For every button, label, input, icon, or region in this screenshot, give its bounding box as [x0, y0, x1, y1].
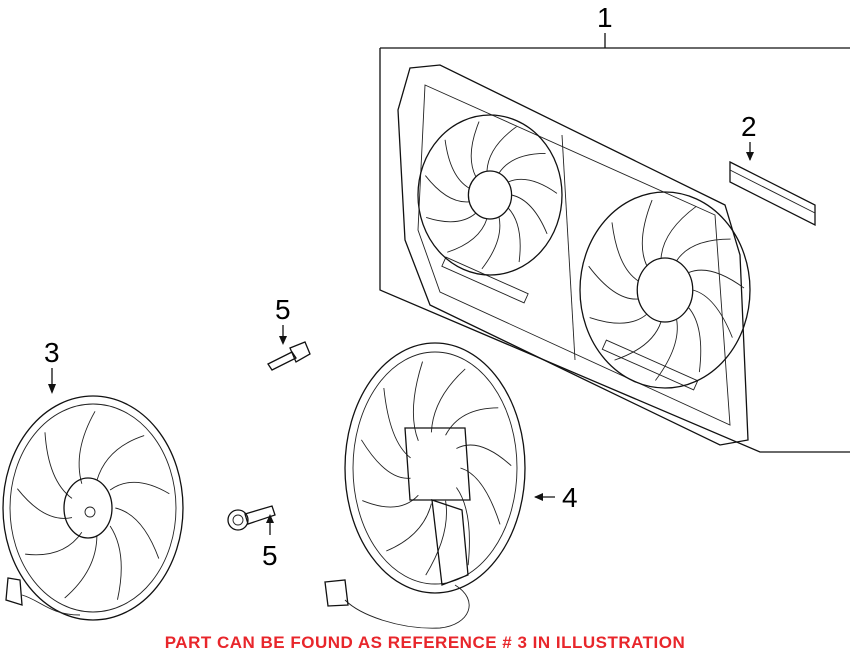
callout-5-upper: 5	[275, 294, 291, 325]
fan-blade	[361, 439, 411, 479]
callout-3: 3	[44, 337, 60, 368]
fan-blade	[688, 269, 745, 289]
assembly-box	[379, 33, 850, 453]
fan-motor-4	[324, 342, 555, 629]
bolt-lower	[227, 505, 276, 535]
bolt-upper	[267, 325, 311, 371]
fan-blade	[456, 444, 512, 467]
fan-blade	[115, 507, 160, 559]
fan-shroud	[397, 64, 751, 446]
fan-blade	[445, 407, 499, 436]
shroud-fan-left	[417, 114, 563, 276]
fan-blade	[430, 368, 466, 433]
fan-ring	[417, 114, 563, 276]
fan-blade	[614, 321, 662, 361]
fan-blade	[444, 139, 470, 189]
fan-hub	[636, 257, 694, 323]
fan-blade	[96, 435, 145, 481]
fan-blade	[426, 212, 477, 223]
callout-1: 1	[597, 2, 613, 33]
fan-blade	[456, 487, 470, 566]
callout-5-lower: 5	[262, 540, 278, 571]
fan-blade	[470, 121, 480, 178]
fan-blade	[481, 216, 501, 270]
shroud-fan-right	[579, 191, 751, 389]
callout-2: 2	[741, 111, 757, 142]
fan-blade	[486, 126, 517, 172]
fan-blade	[676, 238, 731, 262]
fan-blade	[362, 494, 419, 508]
reference-caption: PART CAN BE FOUND AS REFERENCE # 3 IN IL…	[164, 633, 686, 652]
fan-blade	[425, 175, 470, 203]
fan-blade	[498, 153, 546, 174]
fan-blade	[17, 488, 73, 519]
fan-hub	[467, 170, 513, 220]
callout-4: 4	[562, 482, 578, 513]
fan-blade	[507, 207, 521, 263]
fan-blade	[611, 222, 639, 282]
fan-blade	[660, 205, 697, 259]
fan-blade	[589, 313, 648, 324]
seal-strip	[729, 142, 816, 227]
fan-blade	[412, 361, 423, 441]
fan-blade	[78, 411, 96, 484]
fan-blade	[44, 432, 73, 499]
fan-blade	[109, 481, 170, 495]
fan-ring	[579, 191, 751, 389]
fan-blade	[386, 503, 432, 552]
fan-blade	[511, 194, 548, 235]
fan-blade	[25, 531, 83, 556]
fan-blade	[64, 535, 98, 599]
fan-blade	[655, 319, 678, 381]
fan-blade	[447, 218, 488, 253]
fan-blade	[425, 500, 447, 576]
fan-blade	[460, 467, 501, 525]
fan-blade	[588, 265, 639, 300]
fan-blade	[109, 525, 122, 600]
fan-blade	[641, 199, 653, 267]
fan-blade	[692, 289, 733, 338]
fan-motor-3	[2, 368, 184, 621]
fan-blade	[507, 178, 558, 194]
fan-blade	[688, 307, 702, 373]
